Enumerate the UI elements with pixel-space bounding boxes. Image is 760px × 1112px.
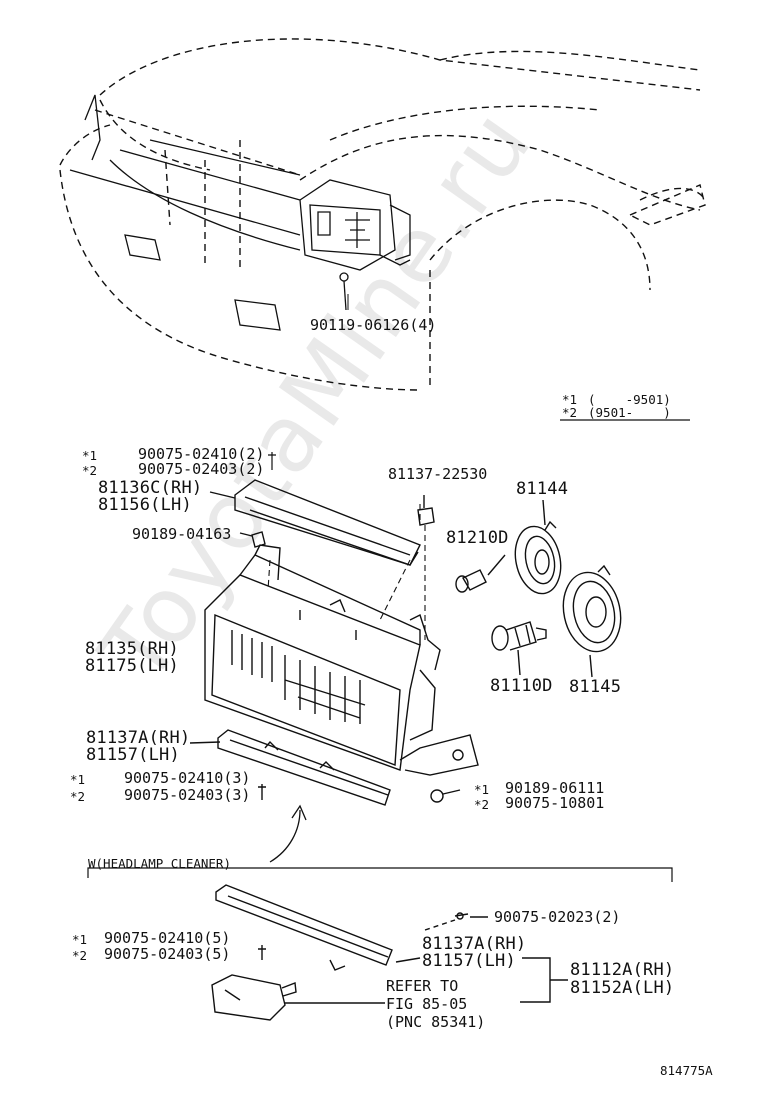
label-refer-2: FIG 85-05 — [386, 995, 468, 1013]
legend-star2-range: (9501- ) — [588, 405, 671, 420]
label-clip-a2: 90075-02403(2) — [138, 460, 265, 478]
figure-number: 814775A — [660, 1063, 713, 1078]
main-bulb-part — [491, 621, 547, 651]
label-bulb-small: 81210D — [446, 528, 509, 548]
label-lamp-lh: 81175(LH) — [85, 656, 179, 676]
legend-star1-range: ( -9501) — [588, 392, 671, 407]
label-bracket: 81137-22530 — [388, 465, 488, 483]
label-upper-rh: 81136C(RH) — [98, 478, 203, 498]
label-ring-large: 81145 — [569, 677, 622, 697]
label-clip-c2: 90075-02403(5) — [104, 945, 231, 963]
label-star2-d: *2 — [72, 948, 88, 963]
label-nut-b1: 90189-06111 — [505, 779, 605, 797]
headlamp-assembly-part — [204, 544, 479, 776]
label-nut-upper: 90189-04163 — [132, 525, 232, 543]
large-ring-part — [562, 564, 622, 653]
upper-retainer-part — [234, 479, 421, 566]
label-screw-top: 90119-06126(4) — [310, 316, 437, 334]
label-star2-c: *2 — [474, 797, 490, 812]
label-refer-3: (PNC 85341) — [386, 1013, 486, 1031]
label-lower2-rh: 81137A(RH) — [422, 934, 527, 954]
vehicle-front-illustration — [59, 38, 706, 391]
label-lower2-lh: 81157(LH) — [422, 951, 516, 971]
label-bulb-main: 81110D — [490, 676, 553, 696]
label-lower-lh: 81157(LH) — [86, 745, 180, 765]
label-clip-b2: 90075-02403(3) — [124, 786, 251, 804]
cleaner-nozzle-part — [211, 974, 297, 1021]
label-star1-b: *1 — [70, 772, 86, 787]
lower-retainer-part — [217, 729, 391, 806]
label-clip-b1: 90075-02410(3) — [124, 769, 251, 787]
label-upper-lh: 81156(LH) — [98, 495, 192, 515]
label-refer-1: REFER TO — [386, 977, 459, 995]
legend-star1-mark: *1 — [562, 392, 578, 407]
label-screw-cleaner: 90075-02023(2) — [494, 908, 621, 926]
label-assy-rh: 81112A(RH) — [570, 960, 675, 980]
small-ring-part — [514, 520, 562, 595]
label-star2-a: *2 — [82, 463, 98, 478]
label-cleaner-title: W(HEADLAMP CLEANER) — [88, 856, 231, 871]
label-nut-b2: 90075-10801 — [505, 794, 605, 812]
small-bulb-part — [455, 569, 487, 593]
cleaner-retainer-part — [215, 884, 393, 971]
label-clip-c1: 90075-02410(5) — [104, 929, 231, 947]
label-clip-a1: 90075-02410(2) — [138, 445, 265, 463]
legend-star2-mark: *2 — [562, 405, 578, 420]
label-ring-small: 81144 — [516, 479, 569, 499]
label-star1-a: *1 — [82, 448, 98, 463]
label-star1-d: *1 — [72, 932, 88, 947]
label-assy-lh: 81152A(LH) — [570, 978, 675, 998]
label-lower-rh: 81137A(RH) — [86, 728, 191, 748]
label-star1-c: *1 — [474, 782, 490, 797]
label-star2-b: *2 — [70, 789, 86, 804]
label-lamp-rh: 81135(RH) — [85, 639, 179, 659]
